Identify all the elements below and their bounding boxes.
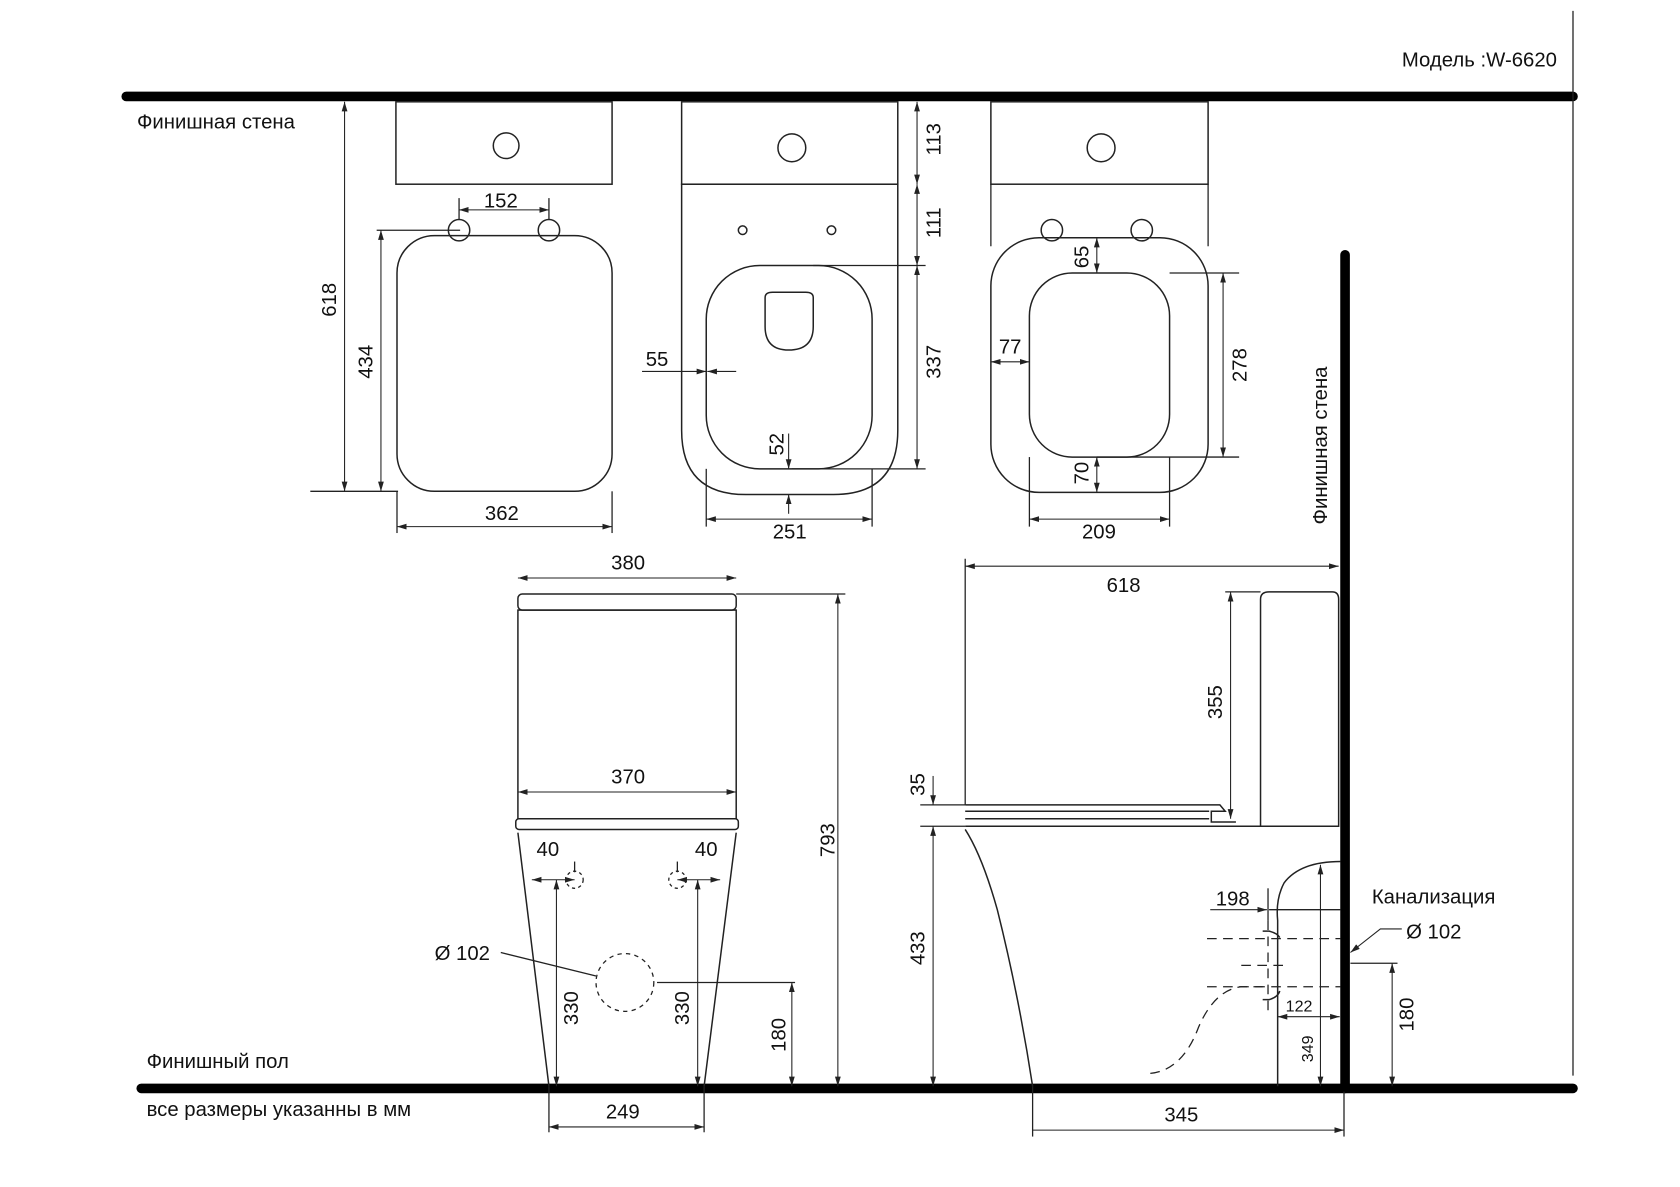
dim-total-height: 793 (818, 823, 840, 857)
dim-tank-height: 355 (1205, 685, 1227, 719)
top-view-seat: 65 77 278 70 209 (990, 101, 1252, 543)
dim-base-width: 249 (606, 1101, 640, 1123)
dim-seat-height: 433 (908, 931, 930, 965)
dim-outlet-distance: 198 (1216, 888, 1250, 910)
wall-top-label: Финишная стена (137, 112, 296, 134)
model-label: Модель :W-6620 (1402, 49, 1557, 71)
dim-bolt-left: 40 (537, 839, 560, 861)
flush-button-icon (1086, 133, 1116, 163)
wall-side-label: Финишная стена (1310, 366, 1332, 525)
dim-opening-depth: 278 (1230, 348, 1252, 382)
dim-tank-depth: 113 (924, 123, 946, 155)
top-view-bowl: 113 111 337 55 52 251 (642, 101, 946, 543)
top-view-lid: 152 618 434 362 (310, 101, 613, 534)
dim-tank-width: 370 (611, 766, 645, 788)
dim-bolt-height-right: 330 (672, 991, 694, 1025)
dim-front-offset: 70 (1071, 462, 1093, 485)
dim-seat-depth: 434 (355, 345, 377, 379)
flush-button-icon (777, 133, 807, 163)
outlet-diameter-label: Ø 102 (435, 943, 490, 965)
dim-total-length: 618 (1107, 575, 1141, 597)
dim-seat-depth: 337 (924, 345, 946, 379)
front-view: 380 370 40 40 330 330 Ø 102 180 793 249 (435, 552, 846, 1133)
dim-side-offset: 77 (999, 336, 1022, 358)
dim-outlet-height: 180 (768, 1018, 790, 1052)
dim-side-offset: 55 (646, 349, 669, 371)
dim-outlet-top: 349 (1299, 1035, 1317, 1062)
dim-bolt-height-left: 330 (561, 991, 583, 1025)
dim-base-to-wall: 345 (1164, 1105, 1198, 1127)
dim-bolt-right: 40 (695, 839, 718, 861)
flush-button-icon (492, 132, 520, 160)
dim-gap: 111 (924, 207, 946, 238)
sewer-label: Канализация (1372, 886, 1496, 908)
floor-label: Финишный пол (147, 1051, 289, 1073)
dim-total-depth: 618 (319, 283, 341, 317)
dim-opening-width: 209 (1082, 521, 1116, 543)
dim-back-offset: 65 (1071, 246, 1093, 269)
dim-outlet-wall: 122 (1286, 997, 1313, 1015)
dim-front-offset: 52 (766, 433, 788, 456)
dim-hinge-spacing: 152 (484, 191, 518, 213)
dim-width: 362 (485, 503, 519, 525)
units-note: все размеры указанны в мм (147, 1099, 412, 1121)
dim-sewer-height: 180 (1397, 998, 1419, 1032)
dim-lid-width: 380 (611, 552, 645, 574)
walls (121, 10, 1578, 1094)
dim-seat-thickness: 35 (908, 773, 930, 796)
sewer-diameter-label: Ø 102 (1406, 922, 1461, 944)
side-view: 618 355 35 433 198 122 349 Канализация Ø… (908, 558, 1496, 1137)
dim-width: 251 (773, 521, 807, 543)
